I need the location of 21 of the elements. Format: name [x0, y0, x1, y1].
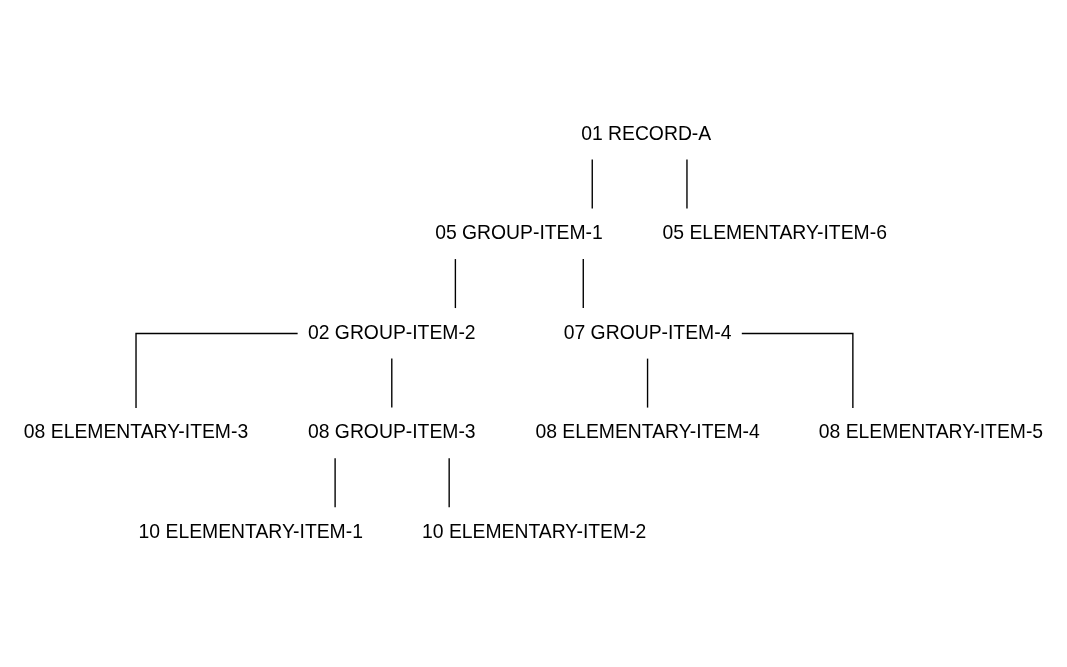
node-text: 02 GROUP-ITEM-2 — [307, 320, 476, 343]
node-text: 08 ELEMENTARY-ITEM-3 — [23, 420, 249, 443]
connector — [741, 332, 854, 409]
connector — [591, 158, 593, 210]
connector — [646, 357, 649, 409]
connector — [582, 258, 584, 309]
node-text: 08 ELEMENTARY-ITEM-5 — [818, 420, 1044, 443]
connector — [686, 158, 688, 210]
node-text: 08 GROUP-ITEM-3 — [307, 420, 476, 443]
connector — [135, 332, 299, 409]
node-text: 01 RECORD-A — [581, 121, 712, 144]
connector — [334, 457, 336, 508]
node-text: 08 ELEMENTARY-ITEM-4 — [535, 420, 760, 443]
node-text: 07 GROUP-ITEM-4 — [563, 320, 732, 343]
connector — [448, 457, 450, 508]
connector — [454, 258, 457, 309]
node-text: 05 GROUP-ITEM-1 — [435, 221, 603, 244]
node-text: 05 ELEMENTARY-ITEM-6 — [662, 221, 887, 244]
connector — [391, 357, 393, 409]
node-text: 10 ELEMENTARY-ITEM-2 — [422, 519, 647, 542]
node-text: 10 ELEMENTARY-ITEM-1 — [138, 519, 363, 542]
